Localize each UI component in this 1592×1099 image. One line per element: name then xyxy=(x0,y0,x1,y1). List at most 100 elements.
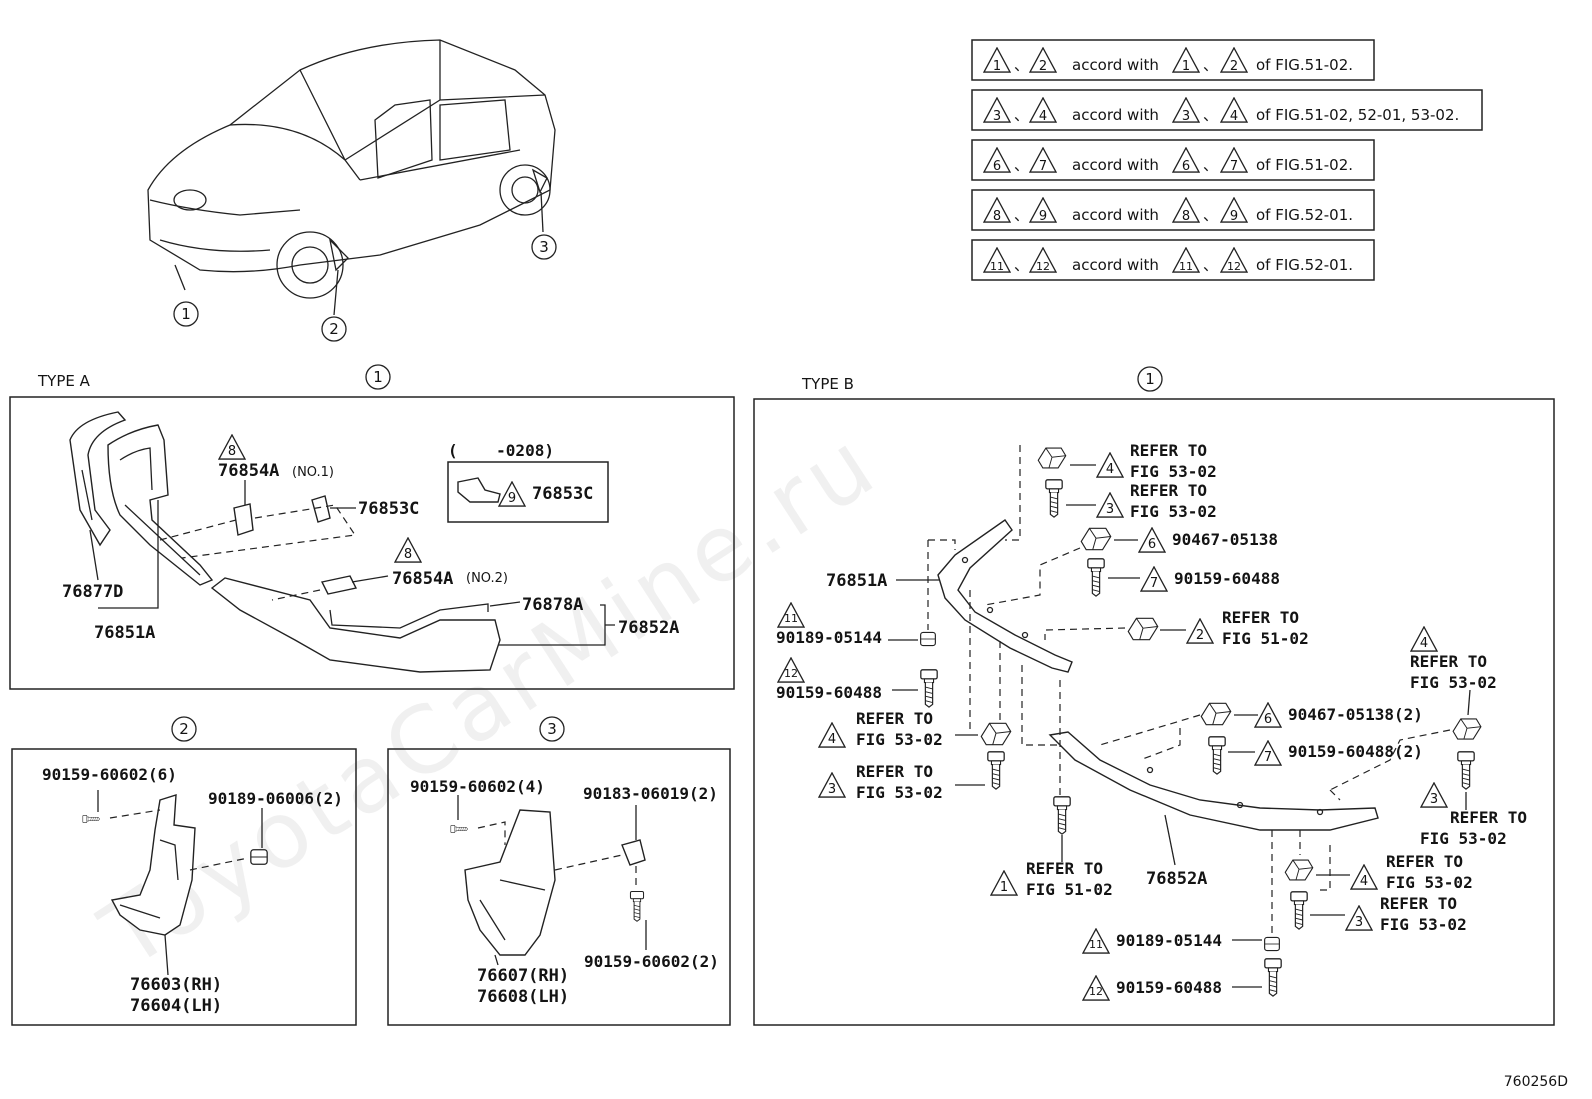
legend-row1-d: 2 xyxy=(1230,59,1238,74)
legend-row4-a: 8 xyxy=(993,209,1001,224)
box2-lh: 76604(LH) xyxy=(130,996,222,1016)
legend-row3-b: 7 xyxy=(1039,159,1047,174)
type-a-76877D: 76877D xyxy=(62,582,123,602)
tb-tri-4-c: 4 xyxy=(1420,636,1428,651)
tb-refer-1: REFER TO xyxy=(1130,441,1207,460)
tb-fig-5: FIG 53-02 xyxy=(856,783,943,802)
figure-code: 760256D xyxy=(1504,1074,1568,1090)
tb-fig-3: FIG 51-02 xyxy=(1222,629,1309,648)
legend-row1-fig: of FIG.51-02. xyxy=(1256,56,1353,74)
tb-tri-3-b: 3 xyxy=(828,782,836,797)
tb-refer-3: REFER TO xyxy=(1222,608,1299,627)
tb-fig-9: FIG 53-02 xyxy=(1386,873,1473,892)
box2-callout: 2 xyxy=(179,720,189,738)
legend-row2-b: 4 xyxy=(1039,109,1047,124)
legend-row1-accord: accord with xyxy=(1072,56,1159,74)
legend-row4-d: 9 xyxy=(1230,209,1238,224)
tb-refer-4: REFER TO xyxy=(856,709,933,728)
tb-fig-8: FIG 51-02 xyxy=(1026,880,1113,899)
tb-tri-3-c: 3 xyxy=(1430,792,1438,807)
box2-rh: 76603(RH) xyxy=(130,975,222,995)
type-a-no1: (NO.1) xyxy=(292,465,334,480)
legend-row4-accord: accord with xyxy=(1072,206,1159,224)
box3-rh: 76607(RH) xyxy=(477,966,569,986)
tb-refer-5: REFER TO xyxy=(856,762,933,781)
tb-tri-7-a: 7 xyxy=(1150,576,1158,591)
legend-row5-accord: accord with xyxy=(1072,256,1159,274)
box3-clip: 90183-06019(2) xyxy=(583,784,718,803)
legend-row3-a: 6 xyxy=(993,159,1001,174)
tb-tri-11-a: 11 xyxy=(784,612,798,625)
type-a-76851A: 76851A xyxy=(94,623,155,643)
box3-screw: 90159-60602(4) xyxy=(410,777,545,796)
type-a-tri-8-no2: 8 xyxy=(404,547,412,562)
type-a-76878A: 76878A xyxy=(522,595,583,615)
tb-90467-a: 90467-05138 xyxy=(1172,530,1278,549)
legend-row1-sep2: 、 xyxy=(1203,56,1218,74)
legend-row3-fig: of FIG.51-02. xyxy=(1256,156,1353,174)
type-a-inset-part: 76853C xyxy=(532,484,593,504)
type-a-inset-tri: 9 xyxy=(508,491,516,506)
tb-fig-10: FIG 53-02 xyxy=(1380,915,1467,934)
legend-row2-sep1: 、 xyxy=(1014,106,1029,124)
legend-row1-c: 1 xyxy=(1182,59,1190,74)
type-a-drawing xyxy=(69,411,501,673)
type-b-title: TYPE B xyxy=(801,375,854,393)
legend-row3-d: 7 xyxy=(1230,159,1238,174)
tb-refer-2: REFER TO xyxy=(1130,481,1207,500)
tb-fig-6: FIG 53-02 xyxy=(1410,673,1497,692)
type-a-76854A-no1: 76854A xyxy=(218,461,279,481)
legend-row3-sep1: 、 xyxy=(1014,156,1029,174)
tb-tri-4-a: 4 xyxy=(1106,462,1114,477)
callout-1: 1 xyxy=(181,305,191,323)
tb-tri-6-b: 6 xyxy=(1264,712,1272,727)
legend-row4-c: 8 xyxy=(1182,209,1190,224)
tb-tri-3-a: 3 xyxy=(1106,502,1114,517)
tb-tri-12-a: 12 xyxy=(784,667,798,680)
type-a-inset-range: ( -0208) xyxy=(448,441,554,460)
type-a-title: TYPE A xyxy=(37,372,91,390)
tb-tri-2: 2 xyxy=(1196,628,1204,643)
tb-90159-a: 90159-60488 xyxy=(1174,569,1280,588)
legend-row4-b: 9 xyxy=(1039,209,1047,224)
tb-tri-7-b: 7 xyxy=(1264,750,1272,765)
legend-row1-a: 1 xyxy=(993,59,1001,74)
tb-tri-12-b: 12 xyxy=(1089,985,1103,998)
tb-tri-11-b: 11 xyxy=(1089,938,1103,951)
legend-row2-fig: of FIG.51-02, 52-01, 53-02. xyxy=(1256,106,1459,124)
legend-row5-sep1: 、 xyxy=(1014,256,1029,274)
legend-row2-d: 4 xyxy=(1230,109,1238,124)
tb-refer-8: REFER TO xyxy=(1026,859,1103,878)
legend-row5-d: 12 xyxy=(1227,260,1241,273)
box3-callout: 3 xyxy=(547,720,557,738)
legend xyxy=(971,39,1483,281)
type-a-box xyxy=(9,396,735,690)
legend-row2-c: 3 xyxy=(1182,109,1190,124)
car-overview xyxy=(147,39,557,342)
tb-90467-b: 90467-05138(2) xyxy=(1288,705,1423,724)
callout-2: 2 xyxy=(329,320,339,338)
tb-76851A: 76851A xyxy=(826,571,887,591)
tb-tri-3-d: 3 xyxy=(1355,915,1363,930)
box2-drawing xyxy=(82,794,268,936)
tb-76852A: 76852A xyxy=(1146,869,1207,889)
tb-90159-d: 90159-60488 xyxy=(1116,978,1222,997)
legend-row5-sep2: 、 xyxy=(1203,256,1218,274)
legend-row1-sep1: 、 xyxy=(1014,56,1029,74)
tb-refer-10: REFER TO xyxy=(1380,894,1457,913)
tb-fig-2: FIG 53-02 xyxy=(1130,502,1217,521)
legend-row5-c: 11 xyxy=(1179,260,1193,273)
legend-row2-a: 3 xyxy=(993,109,1001,124)
tb-90159-b: 90159-60488 xyxy=(776,683,882,702)
tb-fig-4: FIG 53-02 xyxy=(856,730,943,749)
legend-row3-accord: accord with xyxy=(1072,156,1159,174)
type-b-drawing xyxy=(920,445,1482,997)
tb-90159-c: 90159-60488(2) xyxy=(1288,742,1423,761)
legend-row5-a: 11 xyxy=(990,260,1004,273)
box2-screw: 90159-60602(6) xyxy=(42,765,177,784)
type-a-tri-8-no1: 8 xyxy=(228,444,236,459)
box3-screw2: 90159-60602(2) xyxy=(584,952,719,971)
tb-fig-1: FIG 53-02 xyxy=(1130,462,1217,481)
legend-row4-sep1: 、 xyxy=(1014,206,1029,224)
